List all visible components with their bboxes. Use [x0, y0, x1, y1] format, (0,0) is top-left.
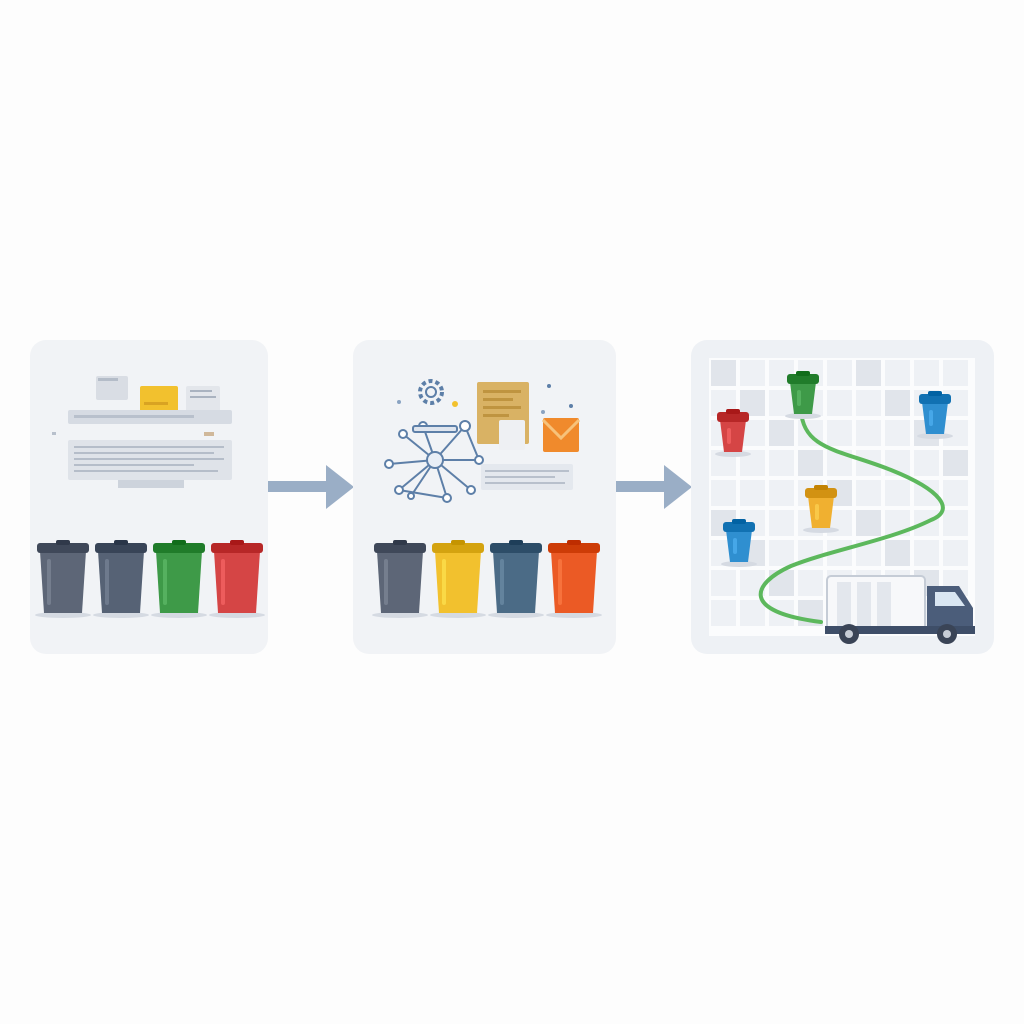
- trash-bin-icon: [372, 540, 428, 618]
- step-sorting-panel: [30, 340, 268, 654]
- document-icon: [477, 382, 573, 490]
- document-icon: [52, 432, 232, 488]
- sorting-illustration: [35, 376, 265, 618]
- trash-bin-icon: [93, 540, 149, 618]
- trash-bin-icon: [803, 485, 839, 533]
- arrow-right-icon: [616, 462, 692, 512]
- route-icon: [758, 408, 945, 624]
- trash-bin-icon: [430, 540, 486, 618]
- step-analysis-panel: [353, 340, 616, 654]
- trash-bin-icon: [546, 540, 602, 618]
- network-icon: [384, 420, 484, 503]
- trash-bin-icon: [721, 519, 757, 567]
- envelope-icon: [541, 418, 581, 452]
- step-collection-route-panel: [691, 340, 994, 654]
- trash-bin-icon: [209, 540, 265, 618]
- trash-bin-icon: [715, 409, 751, 457]
- gear-icon: [397, 379, 573, 414]
- arrow-right-icon: [268, 462, 354, 512]
- truck-icon: [825, 575, 975, 644]
- trash-bin-icon: [488, 540, 544, 618]
- trash-bin-icon: [151, 540, 207, 618]
- report-icon: [68, 376, 232, 424]
- trash-bin-icon: [785, 371, 821, 419]
- collection-route-illustration: [709, 358, 975, 644]
- analysis-illustration: [372, 379, 602, 618]
- trash-bin-icon: [917, 391, 953, 439]
- trash-bin-icon: [35, 540, 91, 618]
